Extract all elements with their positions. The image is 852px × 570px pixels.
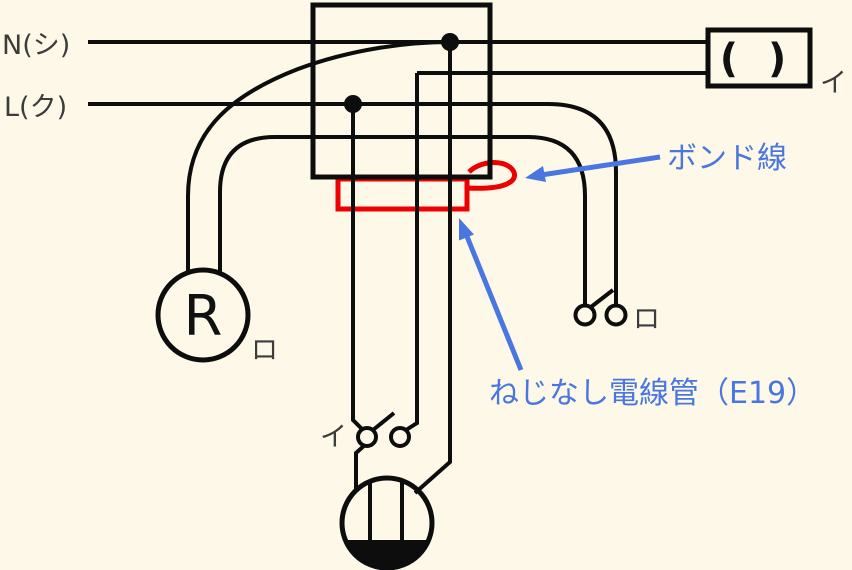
line-junction-dot: [344, 95, 362, 113]
ceiling-rose-filled-segment: [345, 540, 429, 568]
bond-wire-loop: [467, 160, 517, 191]
line-dot-down-to-switch-i-left: [351, 104, 364, 431]
switch-ro-right-contact: [604, 303, 628, 327]
switch-ro-left-contact: [573, 303, 597, 327]
switch-ro-lever: [589, 288, 615, 309]
conduit-arrowhead: [459, 218, 474, 241]
switch-ro-circuit-label: ロ: [633, 304, 660, 335]
ceiling-rose-round-circle: [339, 475, 435, 570]
line-l-label: L(ク): [4, 92, 67, 123]
ceiling-rose-square-box: [705, 27, 813, 89]
neutral-line-label: N(シ): [2, 30, 70, 61]
conduit-annotation: ねじなし電線管（E19）: [489, 376, 816, 411]
bond-wire-arrowhead: [525, 166, 546, 182]
junction-corner-down-to-switch-i-right: [404, 73, 419, 432]
lamp-receptacle-circle: [155, 267, 251, 363]
lamp-receptacle-circuit-label: ロ: [251, 335, 278, 366]
neutral-dot-down-to-lamp-right: [413, 42, 452, 495]
ceiling-rose-circuit-label: イ: [820, 68, 847, 99]
bond-wire-annotation: ボンド線: [667, 141, 787, 176]
switch-i-lever: [371, 411, 396, 432]
bond-wire-pointer-line: [540, 154, 661, 178]
receptacle-to-switch-ro-left-curve: [218, 135, 587, 306]
switch-i-left-contact: [356, 426, 378, 448]
neutral-junction-dot: [441, 33, 459, 51]
ceiling-rose-square-symbol: ( ): [720, 36, 795, 82]
receptacle-to-neutral-curve: [186, 40, 451, 273]
switch-i-right-contact: [389, 426, 411, 448]
conduit-symbol: [335, 176, 470, 212]
junction-box: [310, 2, 493, 180]
switch-i-circuit-label: イ: [320, 422, 347, 453]
lamp-receptacle-symbol: R: [184, 284, 223, 349]
conduit-pointer-line: [463, 233, 524, 371]
